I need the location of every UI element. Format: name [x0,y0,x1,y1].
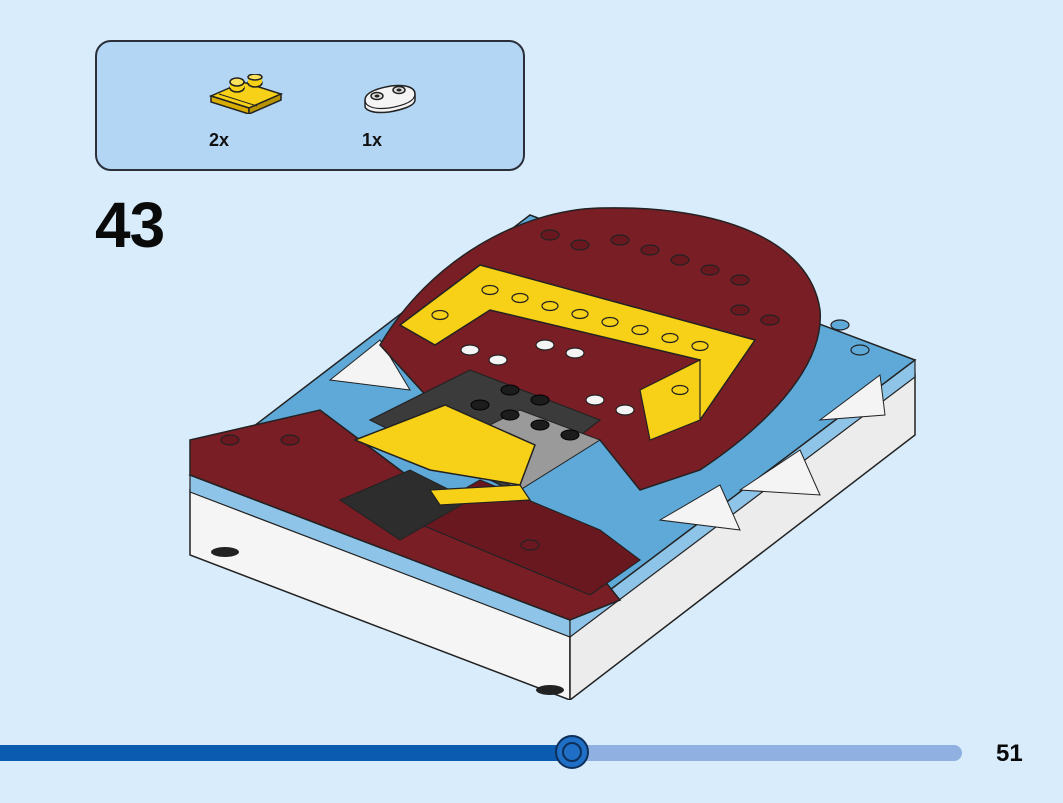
brick-model-illustration [188,207,917,702]
model-illustration [180,200,920,705]
yellow-part-quantity: 2x [209,130,230,150]
step-number: 43 [95,189,165,261]
yellow-jumper-plate-part [207,74,283,114]
parts-callout-box: 2x 1x [95,40,525,171]
progress-track [0,745,962,761]
progress-knob[interactable] [555,735,589,769]
yellow-jumper-plate-icon [208,74,283,114]
progress-fill [0,745,572,761]
page-number: 51 [996,740,1023,767]
white-oval-plate-icon [364,84,416,114]
white-part-quantity: 1x [362,130,383,150]
white-oval-plate-part [359,80,419,114]
